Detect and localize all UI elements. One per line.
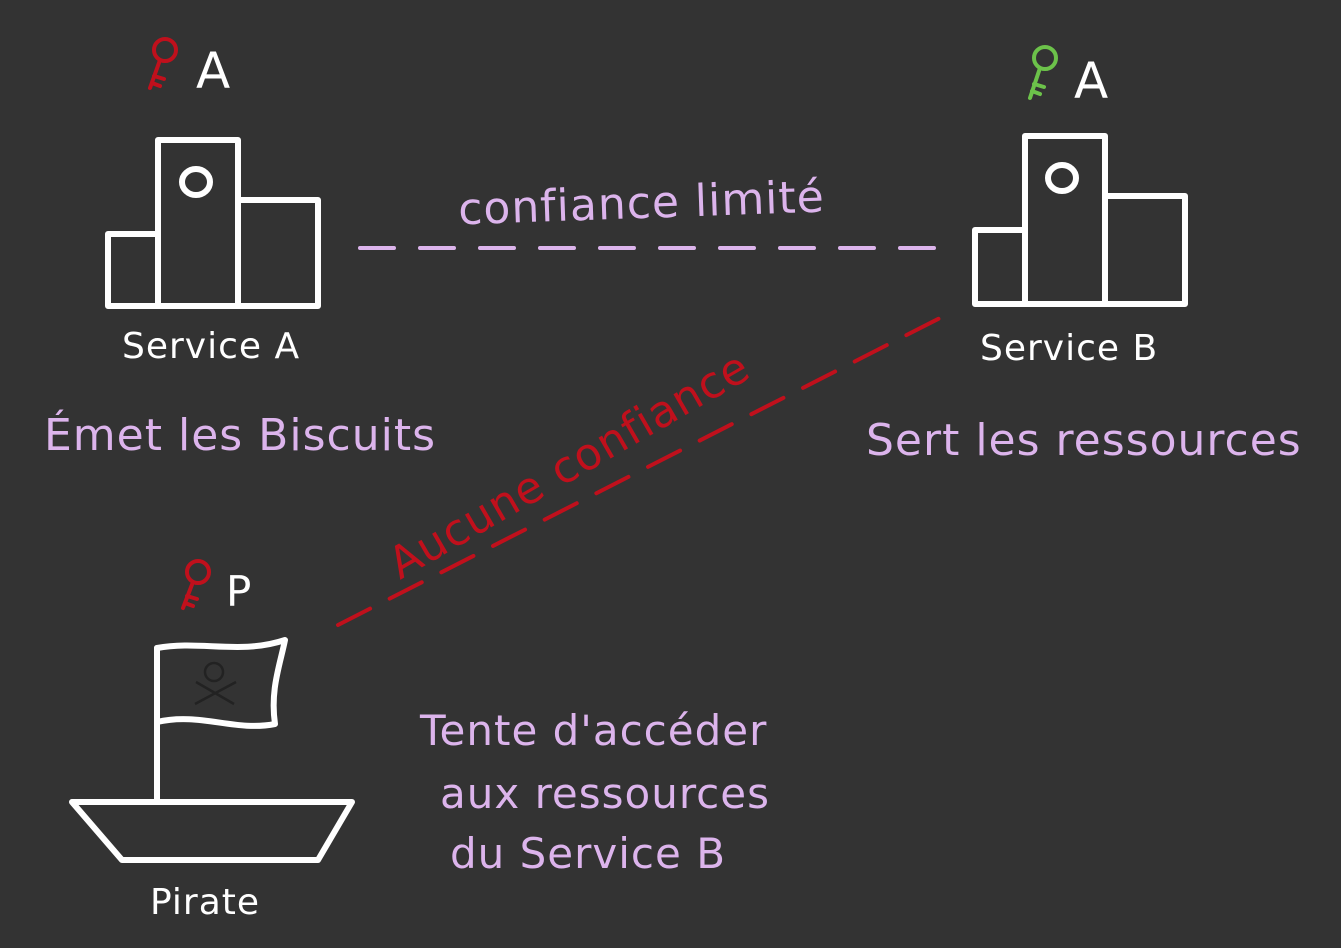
pirate-name: Pirate <box>150 882 260 923</box>
pirate-description-line-2: aux ressources <box>440 769 770 818</box>
key-icon <box>148 37 178 90</box>
service-b-key-label: A <box>1074 52 1109 110</box>
service-b-description: Sert les ressources <box>866 415 1302 466</box>
pirate-description-line-1: Tente d'accéder <box>419 706 767 755</box>
key-icon <box>181 559 211 610</box>
key-icon <box>1028 45 1058 100</box>
no-trust-label: Aucune confiance <box>380 341 759 589</box>
pirate-description-line-3: du Service B <box>450 829 726 878</box>
service-a-name: Service A <box>122 326 300 367</box>
pirate-key-label: P <box>226 567 252 616</box>
service-a-description: Émet les Biscuits <box>44 408 436 461</box>
building-icon <box>105 137 321 309</box>
building-icon <box>972 133 1188 307</box>
limited-trust-label: confiance limité <box>457 172 825 236</box>
no-trust-link <box>336 316 942 627</box>
pirate-ship-icon <box>69 637 355 863</box>
service-a-key-label: A <box>196 42 231 100</box>
service-b-name: Service B <box>980 328 1158 369</box>
